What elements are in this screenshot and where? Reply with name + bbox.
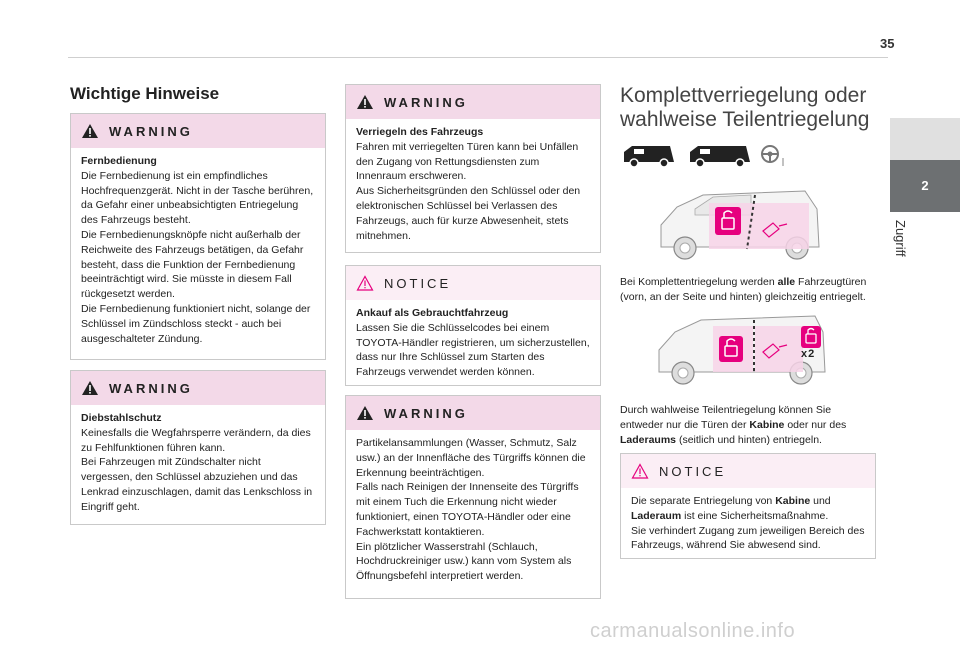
warning-label: WARNING [109, 123, 193, 139]
text-run: oder nur des [784, 418, 847, 431]
chapter-tab[interactable]: 2 [890, 160, 960, 212]
warning-subtitle: Verriegeln des Fahrzeugs [356, 126, 484, 138]
paragraph-partial-unlock: Durch wahlweise Teilentriegelung können … [620, 403, 875, 447]
notice-triangle-icon [631, 463, 649, 479]
notice-header: NOTICE [621, 454, 875, 488]
warning-text: Partikelansammlungen (Wasser, Schmutz, S… [356, 437, 586, 479]
unlock-padlock-icon [715, 207, 741, 235]
warning-header: WARNING [346, 396, 600, 430]
remote-key-icon [762, 343, 788, 359]
warning-triangle-icon [357, 95, 373, 109]
remote-key-icon [762, 222, 788, 238]
unlock-padlock-icon-cabin [719, 336, 743, 362]
notice-label: NOTICE [384, 275, 452, 291]
warning-text: Die Fernbedienungsknöpfe nicht außerhalb… [81, 228, 304, 301]
text-run: Durch wahlweise Teilentriegelung können … [620, 404, 832, 431]
section-title: Wichtige Hinweise [70, 84, 220, 103]
text-run: ist eine Sicherheitsmaßnahme. [681, 509, 829, 522]
warning-text: Aus Sicherheitsgründen den Schlüssel ode… [356, 185, 581, 242]
van-long-icon [690, 146, 750, 168]
paragraph-full-unlock: Bei Komplettentriegelung werden alle Fah… [620, 275, 875, 305]
partial-unlock-illustration: x2 [655, 312, 830, 387]
warning-header: WARNING [71, 114, 325, 148]
text-run: (seitlich und hinten) entriegeln. [676, 433, 822, 446]
press-twice-label: x2 [801, 348, 816, 360]
warning-text: Ein plötzlicher Wasserstrahl (Schlauch, … [356, 540, 572, 583]
notice-triangle-icon [356, 275, 374, 291]
warning-box-antitheft: WARNING Diebstahlschutz Keinesfalls die … [70, 370, 326, 525]
warning-text: Fahren mit verriegelten Türen kann bei U… [356, 140, 579, 183]
notice-header: NOTICE [346, 266, 600, 300]
side-tab-inactive [890, 118, 960, 160]
warning-text: Die Fernbedienung funktioniert nicht, so… [81, 302, 311, 345]
notice-box-used-car: NOTICE Ankauf als Gebrauchtfahrzeug Lass… [345, 265, 601, 386]
van-short-icon [624, 146, 674, 168]
notice-subtitle: Ankauf als Gebrauchtfahrzeug [356, 307, 509, 319]
warning-header: WARNING [71, 371, 325, 405]
warning-box-locking: WARNING Verriegeln des Fahrzeugs Fahren … [345, 84, 601, 253]
warning-text: Keinesfalls die Wegfahrsperre verändern,… [81, 426, 311, 454]
warning-label: WARNING [109, 380, 193, 396]
notice-text: Sie verhindert Zugang zum jeweiligen Ber… [631, 524, 865, 552]
warning-box-door-handle: WARNING Partikelansammlungen (Wasser, Sc… [345, 395, 601, 599]
notice-label: NOTICE [659, 463, 727, 479]
text-run: Die separate Entriegelung von [631, 495, 776, 507]
watermark: carmanualsonline.info [590, 620, 796, 642]
notice-box-separate-unlock: NOTICE Die separate Entriegelung von Kab… [620, 453, 876, 559]
warning-triangle-icon [82, 124, 98, 138]
page-number: 35 [880, 36, 895, 51]
warning-text: Die Fernbedienung ist ein empfindliches … [81, 169, 314, 227]
full-unlock-illustration [655, 185, 825, 263]
text-bold: Kabine [775, 495, 811, 507]
text-bold: alle [777, 276, 796, 288]
text-bold: Kabine [749, 418, 785, 431]
unlock-padlock-icon-cargo [801, 326, 821, 348]
warning-label: WARNING [384, 94, 468, 110]
warning-header: WARNING [346, 85, 600, 119]
text-bold: Laderaums [620, 433, 677, 446]
warning-label: WARNING [384, 405, 468, 421]
text-run: Fahrzeugtüren (vorn, an der Seite und hi… [620, 276, 867, 303]
chapter-label: Zugriff [893, 220, 908, 257]
warning-box-remote: WARNING Fernbedienung Die Fernbedienung … [70, 113, 326, 360]
text-run: und [810, 495, 831, 507]
section-title-locking: Komplettverriegelung oder wahlweise Teil… [620, 84, 870, 131]
text-bold: Laderaum [631, 509, 682, 522]
warning-triangle-icon [82, 381, 98, 395]
warning-triangle-icon [357, 406, 373, 420]
warning-text: Bei Fahrzeugen mit Zündschalter nicht ve… [81, 456, 313, 513]
warning-text: Falls nach Reinigen der Innenseite des T… [356, 481, 579, 538]
vehicle-variant-icons [620, 140, 790, 170]
notice-text: Lassen Sie die Schlüsselcodes bei einem … [356, 321, 590, 379]
warning-subtitle: Fernbedienung [81, 155, 157, 167]
text-run: Bei Komplettentriegelung werden [620, 276, 778, 288]
header-rule [68, 57, 888, 58]
warning-subtitle: Diebstahlschutz [81, 412, 162, 424]
steering-wheel-icon [761, 145, 784, 166]
